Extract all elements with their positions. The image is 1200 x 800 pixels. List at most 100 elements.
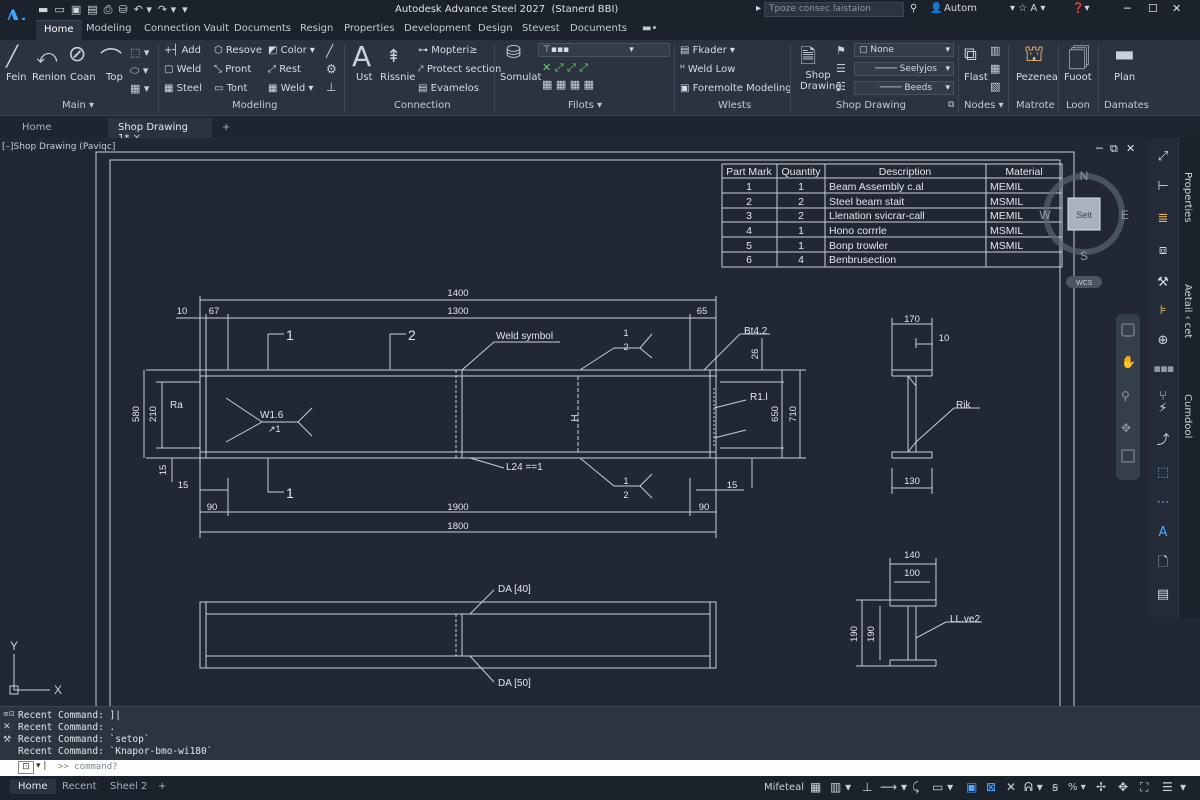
percent-label[interactable]: % ▾ <box>1068 782 1086 793</box>
tab-development[interactable]: Development <box>404 23 472 34</box>
save-icon[interactable]: ▣ <box>70 3 82 16</box>
evamelos-button[interactable]: ▤ Evamelos <box>418 83 480 94</box>
pencil-icon[interactable]: ╱ <box>326 44 334 58</box>
units-icon[interactable]: ✢ <box>1096 780 1107 794</box>
undo-icon[interactable]: ↶ ▾ <box>133 3 152 16</box>
weld-button[interactable]: ▢ Weld <box>164 64 202 75</box>
top-button[interactable]: Top <box>106 72 123 83</box>
sign-in-label[interactable]: Autom <box>944 3 977 14</box>
command-dropdown-icon[interactable]: ▾ | <box>36 761 47 771</box>
bolt-tool-icon[interactable]: ⚒ <box>1157 275 1169 290</box>
tab-documents[interactable]: Documents <box>234 23 292 34</box>
binoculars-icon[interactable]: ⚲ <box>910 3 918 14</box>
dimension-tool-icon[interactable]: ⊢ <box>1157 179 1169 194</box>
quick-properties-icon[interactable]: ✥ <box>1118 780 1129 794</box>
renion-button[interactable]: Renion <box>32 72 67 83</box>
viewport-restore-icon[interactable]: ⧉ <box>1110 142 1118 155</box>
panel-expand-icon[interactable]: ⧉ <box>948 100 955 110</box>
somulat-button[interactable]: Somulat <box>500 72 542 83</box>
steel-stair-icon[interactable]: ⊥ <box>326 80 337 94</box>
main-panel-label[interactable]: Main ▾ <box>62 100 95 111</box>
layers-tool-icon[interactable]: ⊧ <box>1159 303 1167 318</box>
ribbon-toggle-icon[interactable]: ▬• <box>642 23 658 34</box>
gear-small-icon[interactable]: ⚙ <box>326 62 337 76</box>
circle-icon[interactable]: ⊘ <box>68 42 87 67</box>
command-prompt-icon[interactable]: ⊡ <box>18 761 34 774</box>
seelyjos-combo[interactable]: ──── Seelyjos▾ <box>854 62 954 76</box>
tab-resign[interactable]: Resign <box>300 23 334 34</box>
layout-tab-home[interactable]: Home <box>10 779 56 794</box>
add-layout-icon[interactable]: + <box>158 781 167 792</box>
customize-command-icon[interactable]: ⚒ <box>3 735 12 745</box>
rest-button[interactable]: ⤢ Rest <box>268 64 301 75</box>
annotation-icon[interactable]: ᕱ ▾ <box>1024 780 1043 794</box>
coan-button[interactable]: Coan <box>70 72 96 83</box>
insert-text-icon[interactable]: ⇞ <box>386 46 402 67</box>
save-as-icon[interactable]: ▤ <box>87 3 98 16</box>
tab-design[interactable]: Design <box>478 23 513 34</box>
fkader-button[interactable]: ▤ Fkader ▾ <box>680 45 735 56</box>
user-icon[interactable]: 👤 <box>930 3 943 14</box>
open-icon[interactable]: ▭ <box>54 3 65 16</box>
osnap-icon[interactable]: ⤹ <box>912 780 920 794</box>
cumdool-palette-tab[interactable]: Cumdool <box>1182 394 1193 439</box>
nodes-panel-label[interactable]: Nodes ▾ <box>964 100 1004 111</box>
help-icon[interactable]: ❓▾ <box>1072 3 1090 14</box>
ust-button[interactable]: Ust <box>356 72 373 83</box>
pan-icon[interactable]: ✋ <box>1121 355 1136 369</box>
small-grid-icon[interactable]: ▦▦▦ <box>1154 365 1174 373</box>
none-combo[interactable]: ▢ None▾ <box>854 43 954 57</box>
list-icon[interactable]: ☷ <box>836 80 846 93</box>
filter-green-icons[interactable]: ✕ ⤢ ⤢ ⤢ <box>542 61 589 74</box>
redo-icon[interactable]: ↷ ▾ <box>157 3 177 16</box>
node-icon-3[interactable]: ▧ <box>990 80 1001 93</box>
polar-icon[interactable]: ⟶ ▾ <box>880 780 908 794</box>
fuoot-icon[interactable]: 🗍 <box>1068 47 1090 72</box>
visibility-icon[interactable]: ✕ <box>1006 780 1017 794</box>
resove-button[interactable]: ⬡ Resove <box>214 45 262 56</box>
tab-stevest[interactable]: Stevest <box>522 23 560 34</box>
plan-icon[interactable]: ▬ <box>1114 42 1135 67</box>
rissnie-button[interactable]: Rissnie <box>380 72 416 83</box>
workspace-icon[interactable]: ꞩ <box>1052 780 1059 794</box>
shop-drawing-icon[interactable]: 🗎 <box>800 44 817 68</box>
steel-button[interactable]: ▦ Steel <box>164 83 202 94</box>
snap-icon[interactable]: ▥ ▾ <box>830 780 852 794</box>
selection-cycle-icon[interactable]: ▣ <box>966 780 978 794</box>
doc-tab-shop-drawing[interactable]: Shop Drawing 1* ✕ <box>108 118 212 144</box>
database-icon[interactable]: ⛁ <box>506 42 522 63</box>
detail-palette-tab[interactable]: Aetail ‹ cet <box>1182 284 1193 339</box>
node-icon-1[interactable]: ▥ <box>990 44 1001 57</box>
connect-tool-icon[interactable]: ⤴ <box>1156 433 1170 448</box>
status-menu-icon[interactable]: ☰ <box>1162 780 1173 794</box>
drawing-canvas[interactable]: [–]Shop Drawing (Paviqc] ─ ⧉ ✕ <box>0 138 1148 706</box>
branch-tool-icon[interactable]: ⑂ <box>1159 389 1167 404</box>
foremolte-modeling-button[interactable]: ▣ Foremolte Modeling <box>680 83 792 94</box>
table-tool-icon[interactable]: ▤ <box>1156 587 1170 602</box>
orbit-icon[interactable]: ✥ <box>1121 421 1131 435</box>
pezenea-button[interactable]: Pezenea <box>1016 72 1058 83</box>
line-icon[interactable]: ╱ <box>6 44 19 68</box>
add-button[interactable]: +┤ Add <box>164 45 201 56</box>
doc-tab-home[interactable]: Home <box>22 122 52 133</box>
pezenea-icon[interactable]: ⛫ <box>1024 42 1045 67</box>
cloud-icon[interactable]: ⛁ <box>118 3 128 16</box>
node-icon-2[interactable]: ▦ <box>990 62 1001 75</box>
new-tab-icon[interactable]: + <box>222 122 231 133</box>
layout-tab-sheel-2[interactable]: Sheel 2 <box>110 781 148 792</box>
tont-button[interactable]: ▭ Tont <box>214 83 248 94</box>
blue-select-icon[interactable]: ⬚ <box>1156 465 1170 480</box>
shop-drawing-button[interactable]: Shop Drawing <box>800 70 842 92</box>
minimize-icon[interactable]: ─ <box>1124 2 1131 15</box>
fein-button[interactable]: Fein <box>6 72 27 83</box>
tab-connection-vault[interactable]: Connection Vault <box>144 23 229 34</box>
protect-section-button[interactable]: ⤤ Protect section <box>418 64 502 75</box>
blue-grid-icon[interactable]: ⋯ <box>1156 495 1170 510</box>
stack-tool-icon[interactable]: ≣ <box>1157 211 1169 226</box>
navigation-bar[interactable]: ✋ ⚲ ✥ <box>1116 314 1140 480</box>
close-icon[interactable]: ✕ <box>1172 2 1182 15</box>
close-command-icon[interactable]: ✕ <box>3 722 11 732</box>
mopteri-button[interactable]: ⊶ Mopteri≥ <box>418 45 478 56</box>
lines-icon[interactable]: ☰ <box>836 62 846 75</box>
fullscreen-icon[interactable]: ⛶ <box>1140 780 1149 794</box>
